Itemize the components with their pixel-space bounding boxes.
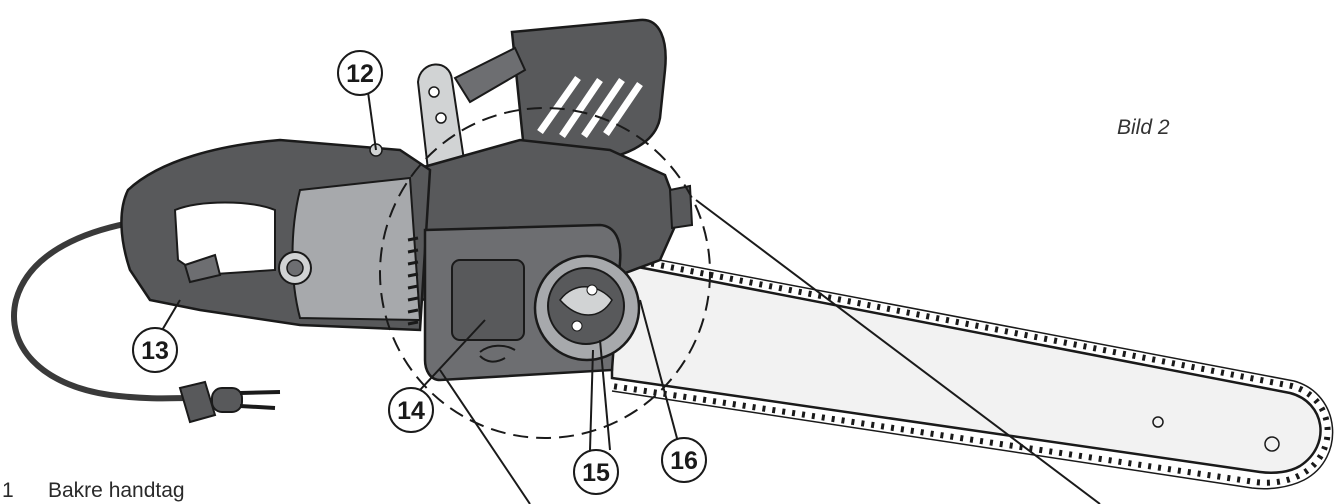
callout-13: 13 [132, 327, 178, 373]
callout-13-label: 13 [141, 337, 169, 365]
rotation-arrows [479, 344, 516, 363]
leader-lines [157, 91, 1101, 504]
callout-16: 16 [661, 437, 707, 483]
guide-bar [610, 260, 1322, 474]
power-plug [178, 380, 281, 424]
callout-15: 15 [573, 449, 619, 495]
callout-16-label: 16 [670, 447, 698, 475]
bar-rivet [1152, 416, 1164, 428]
oil-window [451, 259, 525, 341]
detail-circle [379, 107, 711, 439]
hand-guard-stripes [537, 75, 643, 138]
side-panel [291, 176, 422, 322]
trigger [183, 253, 222, 284]
callout-15-label: 15 [582, 459, 610, 487]
legend-item-number: 1 [2, 479, 14, 502]
callout-14: 14 [388, 387, 434, 433]
front-handle [453, 46, 527, 104]
legend-item: 1 Bakre handtag [2, 479, 185, 503]
rear-handle-opening [173, 201, 276, 277]
bar-sprocket [1264, 436, 1280, 452]
legend-item-text: Bakre handtag [48, 479, 185, 502]
power-cord [11, 219, 188, 402]
figure-caption: Bild 2 [1117, 116, 1170, 139]
vent-slots [407, 236, 419, 326]
housing-fin [668, 184, 694, 230]
callout-12: 12 [337, 50, 383, 96]
saw-chain [611, 253, 1331, 486]
callout-14-label: 14 [397, 397, 425, 425]
callout-12-label: 12 [346, 60, 374, 88]
